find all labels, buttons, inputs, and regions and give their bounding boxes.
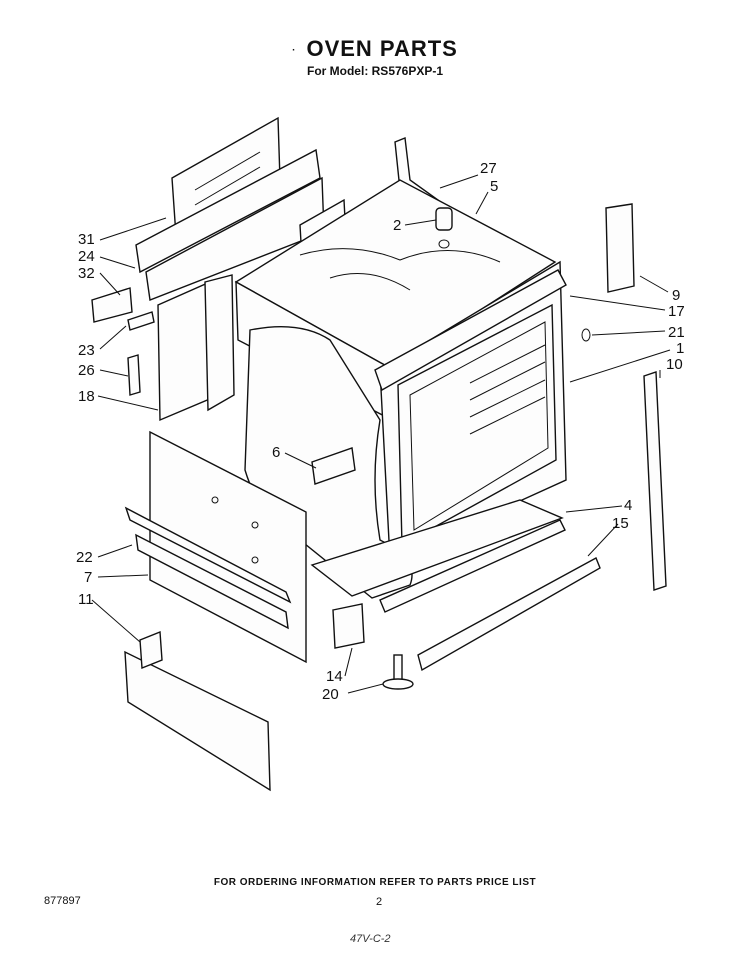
- part-sensor: [435, 207, 453, 249]
- leader-lines: [91, 174, 671, 694]
- title-text: OVEN PARTS: [306, 36, 458, 61]
- callout-23: 23: [78, 342, 95, 359]
- part-bottom-support: [379, 519, 566, 613]
- part-side-panel-left: [157, 280, 213, 422]
- part-side-strip-lower: [643, 371, 667, 591]
- model-subtitle: For Model: RS576PXP-1: [306, 64, 444, 78]
- part-front-frame-top: [374, 269, 567, 392]
- handwritten-note: 47V-C-2: [350, 933, 391, 945]
- part-front-rail: [417, 557, 601, 672]
- callout-9: 9: [672, 287, 680, 304]
- callout-14: 14: [326, 668, 343, 685]
- part-leveling-bracket: [332, 603, 365, 649]
- part-kick-plate: [124, 650, 271, 792]
- page-number: 2: [376, 896, 383, 908]
- callout-27: 27: [480, 160, 497, 177]
- callout-2: 2: [393, 217, 401, 234]
- callout-32: 32: [78, 265, 95, 282]
- callout-18: 18: [78, 388, 95, 405]
- callout-4: 4: [624, 497, 632, 514]
- part-bottom-tray: [310, 499, 564, 597]
- part-leveling-leg: [382, 654, 414, 690]
- callout-1: 1: [676, 340, 684, 357]
- part-small-plate: [91, 287, 133, 323]
- callout-17: 17: [668, 303, 685, 320]
- callout-7: 7: [84, 569, 92, 586]
- callout-11: 11: [78, 591, 94, 608]
- part-latch: [127, 311, 155, 331]
- callout-5: 5: [490, 178, 498, 195]
- callout-6: 6: [272, 444, 280, 461]
- page-title: ·OVEN PARTS: [292, 36, 458, 61]
- part-side-bracket: [124, 506, 292, 604]
- catalog-number: 877897: [44, 895, 81, 907]
- callout-24: 24: [78, 248, 95, 265]
- callout-31: 31: [78, 231, 95, 248]
- callout-26: 26: [78, 362, 95, 379]
- callout-21: 21: [668, 324, 685, 341]
- callout-labels: 27 5 2 31 24 32 9 17 21 1 10 23 26 18 6 …: [76, 160, 685, 703]
- part-hinge: [127, 354, 141, 396]
- callout-15: 15: [612, 515, 629, 532]
- ordering-note: FOR ORDERING INFORMATION REFER TO PARTS …: [213, 877, 537, 888]
- callout-22: 22: [76, 549, 93, 566]
- part-clip: [311, 447, 356, 485]
- part-side-panel-inner: [204, 274, 235, 412]
- part-washer: [581, 328, 591, 342]
- callout-10: 10: [666, 356, 683, 373]
- callout-20: 20: [322, 686, 339, 703]
- part-side-strip-upper: [605, 203, 635, 293]
- part-kick-plate-flange: [139, 630, 163, 670]
- part-side-channel: [135, 533, 289, 630]
